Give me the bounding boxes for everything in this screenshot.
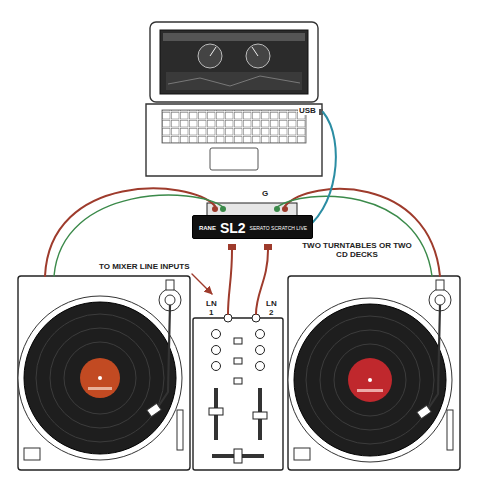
model-text: SL2 bbox=[220, 220, 246, 236]
laptop bbox=[146, 22, 323, 176]
box-content: RANE SL2 SERATO SCRATCH LIVE bbox=[199, 220, 307, 236]
mixer-button bbox=[234, 338, 242, 344]
mixer-knob bbox=[256, 346, 265, 355]
mixer-knob bbox=[256, 330, 265, 339]
mixer-knob bbox=[212, 362, 221, 371]
port-label: USB bbox=[298, 106, 317, 115]
mixer-knob bbox=[212, 346, 221, 355]
cables bbox=[45, 112, 440, 314]
input-label: LN 1 bbox=[205, 299, 218, 317]
mixer-knob bbox=[256, 362, 265, 371]
callout-text: TWO TURNTABLES OR TWO CD DECKS bbox=[300, 241, 414, 259]
right-turntable bbox=[288, 276, 460, 470]
left-turntable bbox=[18, 276, 190, 470]
mixer bbox=[193, 314, 283, 470]
interface-box: RANE SL2 SERATO SCRATCH LIVE bbox=[192, 215, 313, 239]
callout-text: TO MIXER LINE INPUTS bbox=[98, 262, 191, 271]
mixer-button bbox=[234, 358, 242, 364]
mixer-button bbox=[234, 378, 242, 384]
product-text: SERATO SCRATCH LIVE bbox=[250, 225, 308, 231]
input-label: LN 2 bbox=[265, 299, 278, 317]
brand-text: RANE bbox=[199, 225, 216, 231]
mixer-knob bbox=[212, 330, 221, 339]
ground-label: G bbox=[261, 189, 269, 198]
